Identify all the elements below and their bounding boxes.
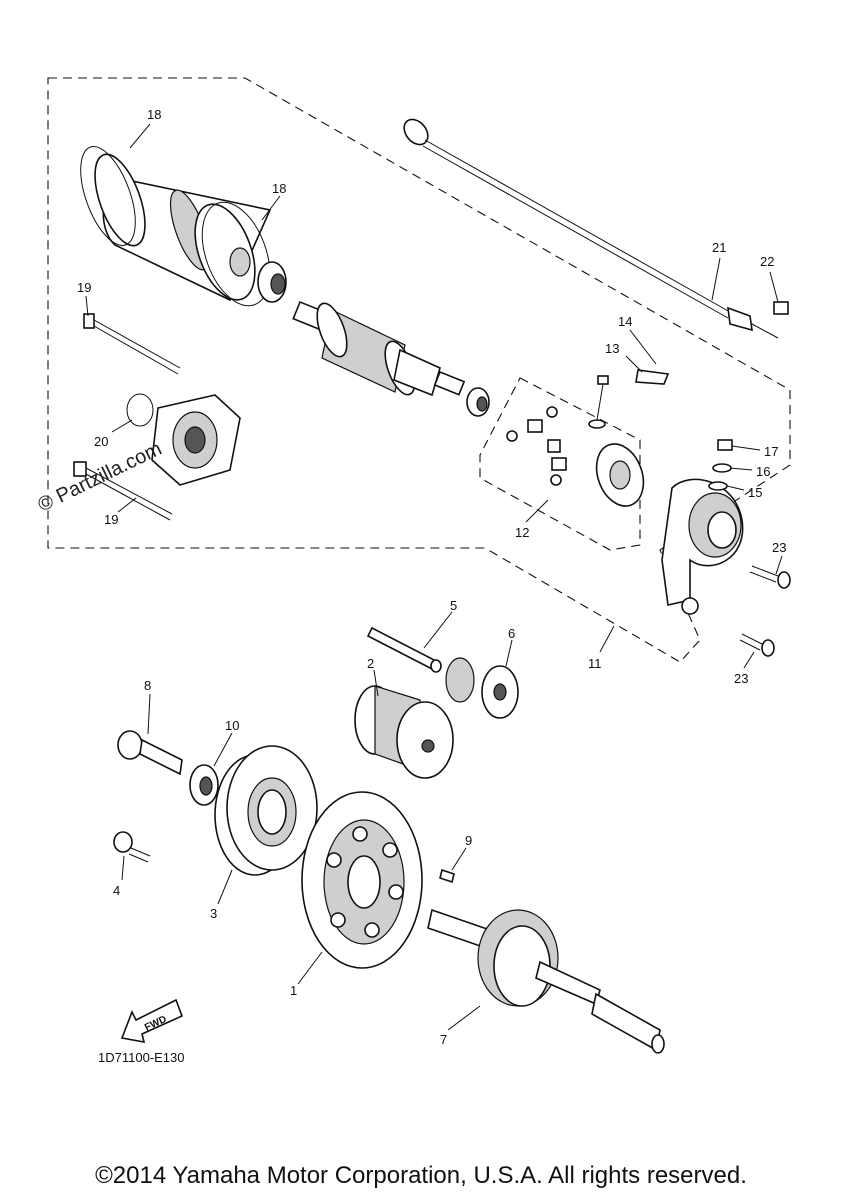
clutch-bolt xyxy=(113,831,151,863)
callout-5: 5 xyxy=(450,598,457,613)
copyright-notice: ©2014 Yamaha Motor Corporation, U.S.A. A… xyxy=(95,1162,747,1189)
callout-18-rear: 18 xyxy=(272,181,286,196)
idler-shaft xyxy=(366,626,442,673)
callout-3: 3 xyxy=(210,906,217,921)
bushing xyxy=(466,387,490,417)
fwd-arrow: FWD xyxy=(120,998,184,1044)
terminal-plate xyxy=(635,369,670,385)
brush-screw xyxy=(588,375,609,429)
callout-6: 6 xyxy=(508,626,515,641)
mounting-bolt-lower xyxy=(739,633,775,657)
cable-nut-22 xyxy=(773,301,789,315)
callout-2: 2 xyxy=(367,656,374,671)
armature xyxy=(292,300,466,397)
starter-motor-yoke xyxy=(94,153,272,302)
watermark: © Partzilla.com xyxy=(35,438,166,517)
woodruff-key xyxy=(439,868,455,884)
callout-18-front: 18 xyxy=(147,107,161,122)
callout-23-upper: 23 xyxy=(772,540,786,555)
rear-cover xyxy=(661,478,744,615)
callout-19-upper: 19 xyxy=(77,280,91,295)
starter-cable xyxy=(403,118,779,339)
washer-15 xyxy=(708,481,728,491)
callout-10: 10 xyxy=(225,718,239,733)
bearing xyxy=(257,261,287,303)
callout-11: 11 xyxy=(588,656,602,671)
front-cover xyxy=(151,394,241,486)
callout-7: 7 xyxy=(440,1032,447,1047)
leader-lines xyxy=(85,123,783,1031)
idler-gear-large xyxy=(354,685,454,779)
through-bolt-upper xyxy=(83,313,181,375)
mounting-bolt-upper xyxy=(749,565,791,589)
idler-gear-small xyxy=(445,657,519,719)
washer-16 xyxy=(712,463,732,473)
callout-9: 9 xyxy=(465,833,472,848)
o-ring-front xyxy=(80,146,136,246)
callout-16: 16 xyxy=(756,464,770,479)
callout-23-lower: 23 xyxy=(734,671,748,686)
diagram-code: 1D71100-E130 xyxy=(98,1050,185,1065)
callout-labels: 1 2 3 4 5 6 7 8 9 10 11 12 13 14 15 16 1… xyxy=(77,107,786,1047)
nut-17 xyxy=(717,439,733,451)
callout-15: 15 xyxy=(748,485,762,500)
through-bolt-lower xyxy=(73,461,173,521)
one-way-clutch xyxy=(214,745,318,876)
callout-1: 1 xyxy=(290,983,297,998)
callout-17: 17 xyxy=(764,444,778,459)
callout-13: 13 xyxy=(605,341,619,356)
o-ring-20 xyxy=(126,393,154,427)
callout-14: 14 xyxy=(618,314,632,329)
brush-holder-set xyxy=(506,406,645,507)
callout-8: 8 xyxy=(144,678,151,693)
callout-21: 21 xyxy=(712,240,726,255)
starter-wheel-gear xyxy=(301,791,423,969)
washer-10 xyxy=(189,764,219,806)
flange-bolt xyxy=(117,730,183,776)
callout-19-lower: 19 xyxy=(104,512,118,527)
callout-20: 20 xyxy=(94,434,108,449)
starter-motor-assembly-boundary xyxy=(47,77,791,663)
o-ring-rear xyxy=(201,201,271,307)
starter-shaft-gear xyxy=(427,908,665,1054)
callout-22: 22 xyxy=(760,254,774,269)
callout-4: 4 xyxy=(113,883,120,898)
callout-12: 12 xyxy=(515,525,529,540)
